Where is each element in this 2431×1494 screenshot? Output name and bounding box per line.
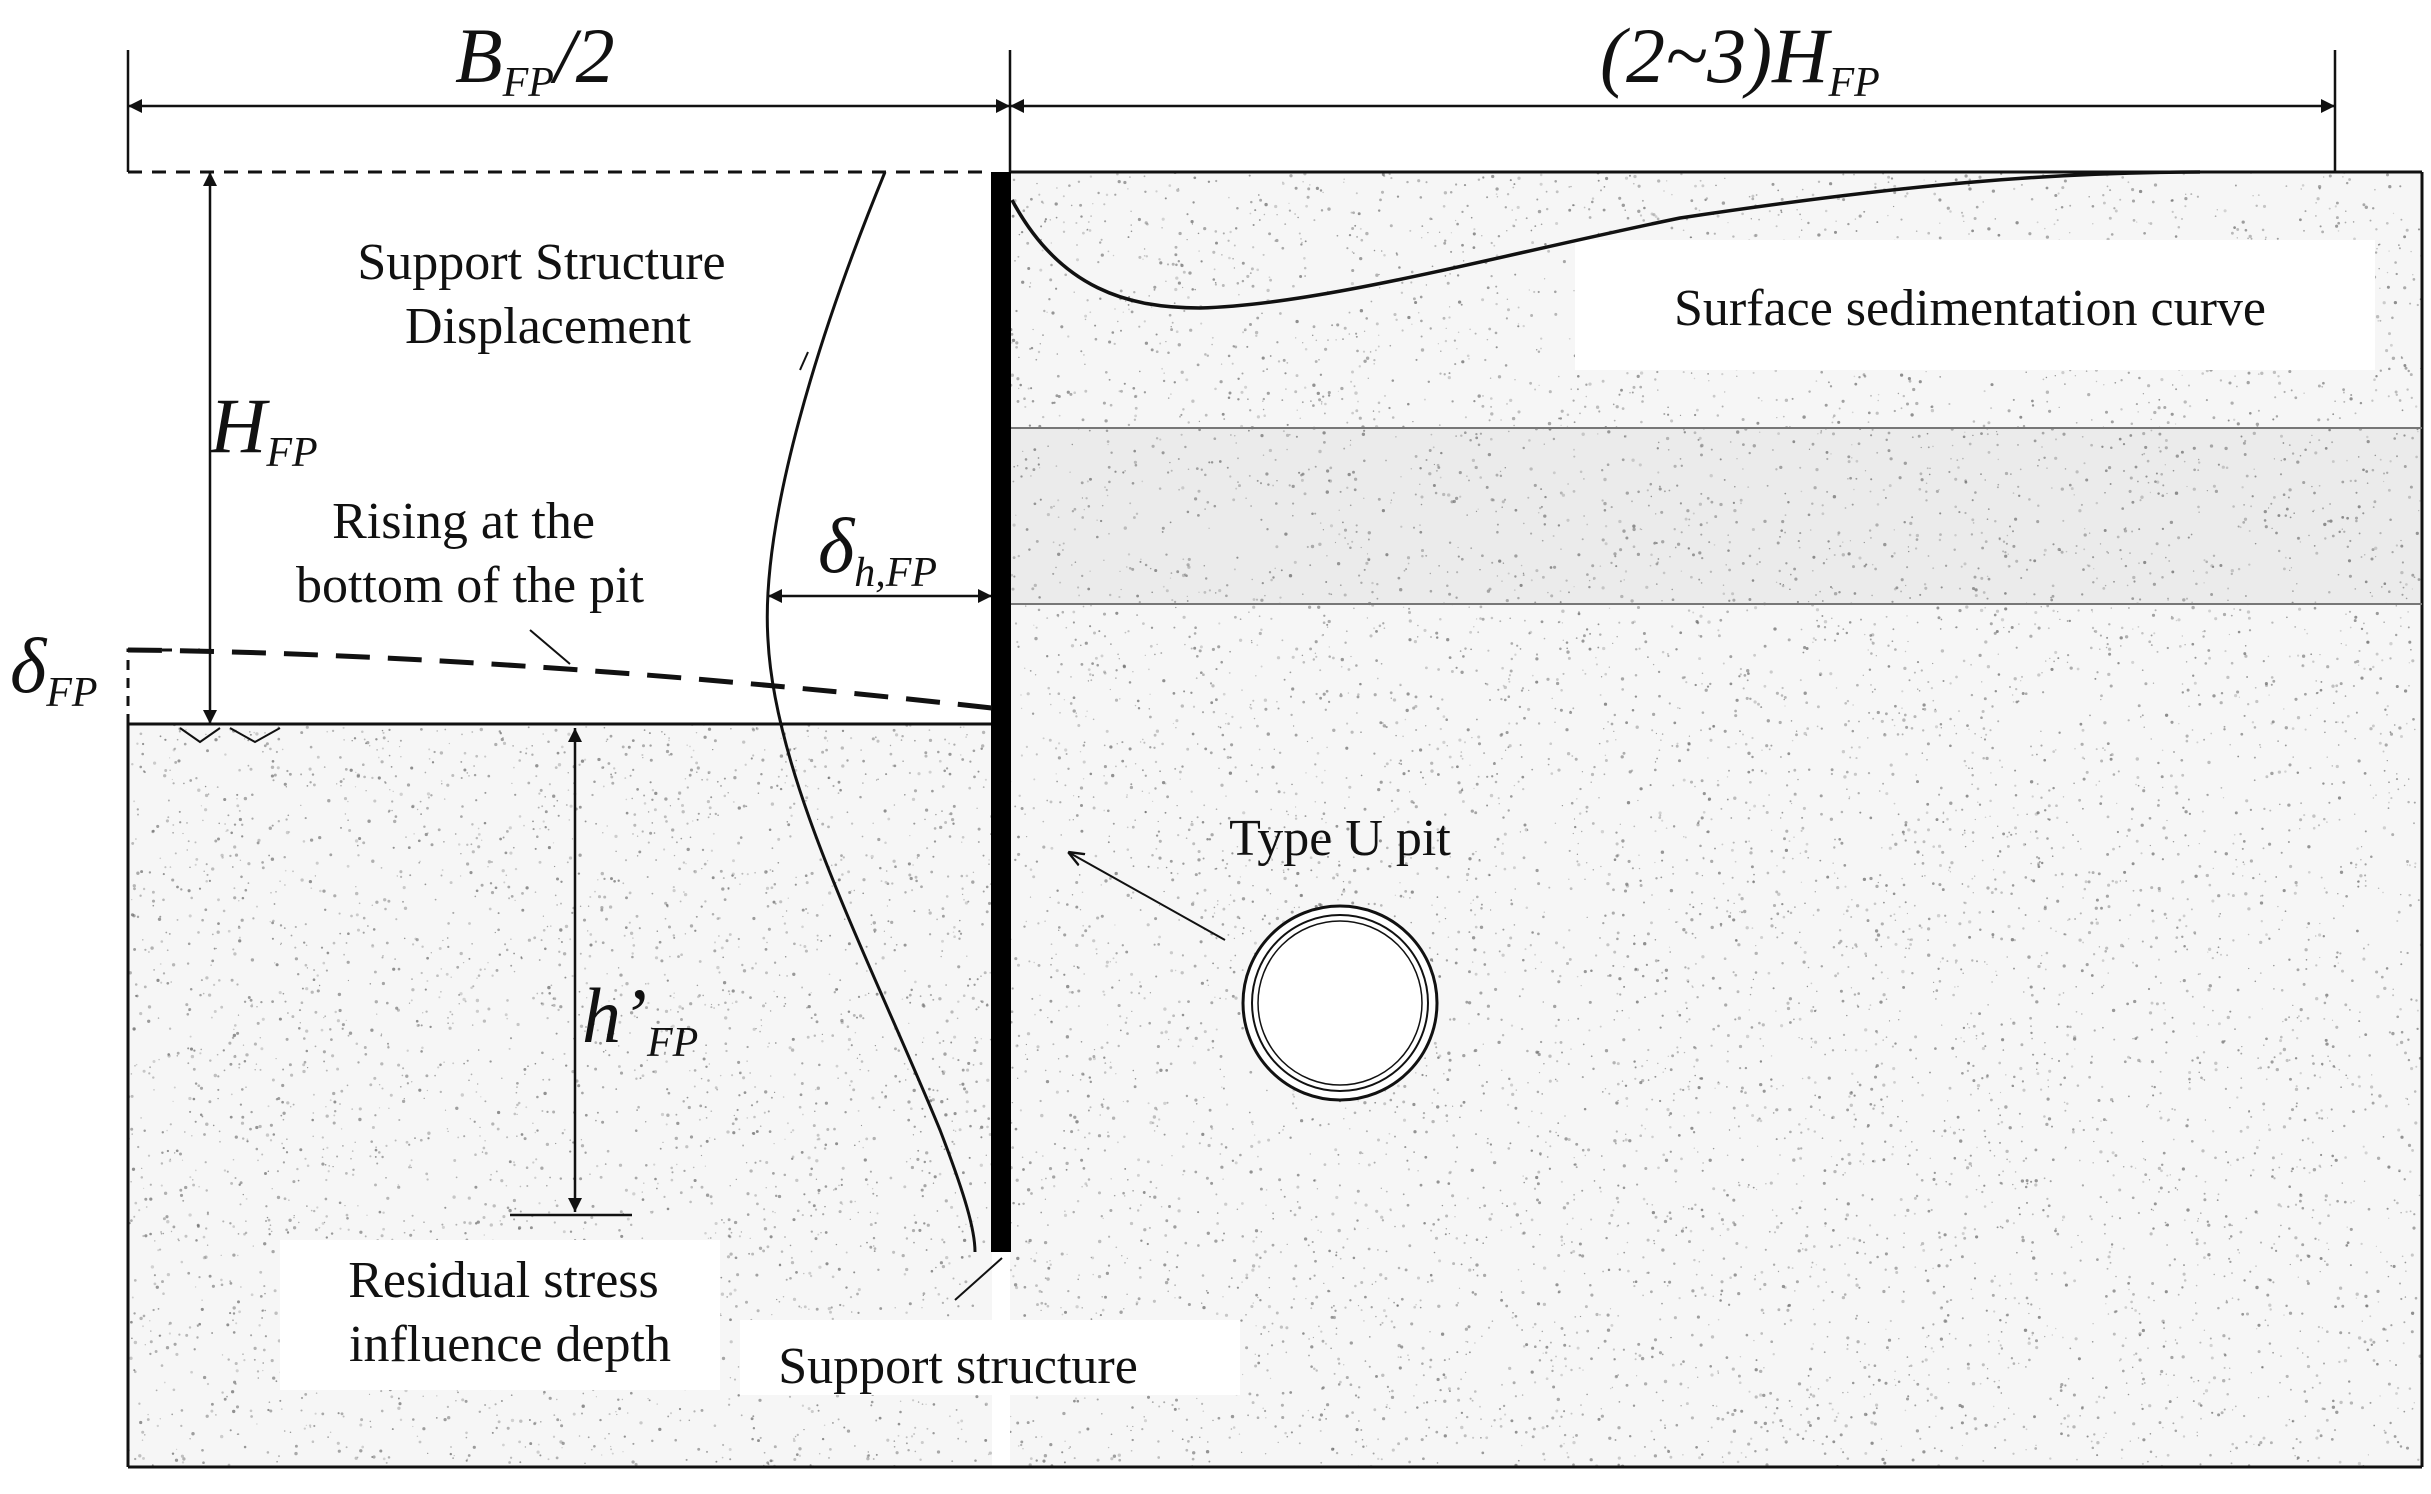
- label-box-support: [740, 1320, 1240, 1395]
- dim-wall-displacement-label: δh,FP: [818, 502, 937, 596]
- bottom-rising-label: Rising at the bottom of the pit: [296, 493, 645, 614]
- residual-stress-label: Residual stress influence depth: [348, 1252, 672, 1373]
- heave-pointer: [529, 629, 571, 665]
- dimension-top: [126, 50, 2337, 172]
- pipe-icon: [1241, 904, 1439, 1102]
- label-box-settlement: [1575, 240, 2375, 370]
- support-structure-label: Support structure: [778, 1338, 1138, 1395]
- wall-displacement-curve: [765, 171, 977, 1253]
- dim-residual-depth: [510, 728, 632, 1217]
- heave-marker: [126, 648, 200, 724]
- dim-depth-label: HFP: [209, 382, 318, 476]
- pipe-pointer-arrow: [1068, 852, 1226, 941]
- bottom-heave-curve: [127, 647, 993, 711]
- dim-residual-depth-label: h’FP: [582, 972, 698, 1066]
- dim-half-width-label: BFP/2: [455, 12, 615, 106]
- soil-right-region: [1010, 172, 2422, 1467]
- ground-symbol: [179, 727, 281, 744]
- ground-outline: [126, 170, 2424, 1469]
- pit-type-label: Type U pit: [1229, 810, 1451, 867]
- dim-heave-label: δFP: [10, 622, 98, 716]
- surface-settlement-label: Surface sedimentation curve: [1674, 280, 2266, 337]
- support-displacement-label: Support Structure Displacement: [357, 234, 738, 355]
- displacement-pointer: [799, 351, 809, 371]
- dim-influence-width-label: (2~3)HFP: [1600, 12, 1880, 106]
- support-structure-pointer: [954, 1257, 1003, 1301]
- support-wall: [991, 172, 1011, 1252]
- label-box-residual: [280, 1240, 720, 1390]
- surface-settlement-curve: [1010, 170, 2201, 310]
